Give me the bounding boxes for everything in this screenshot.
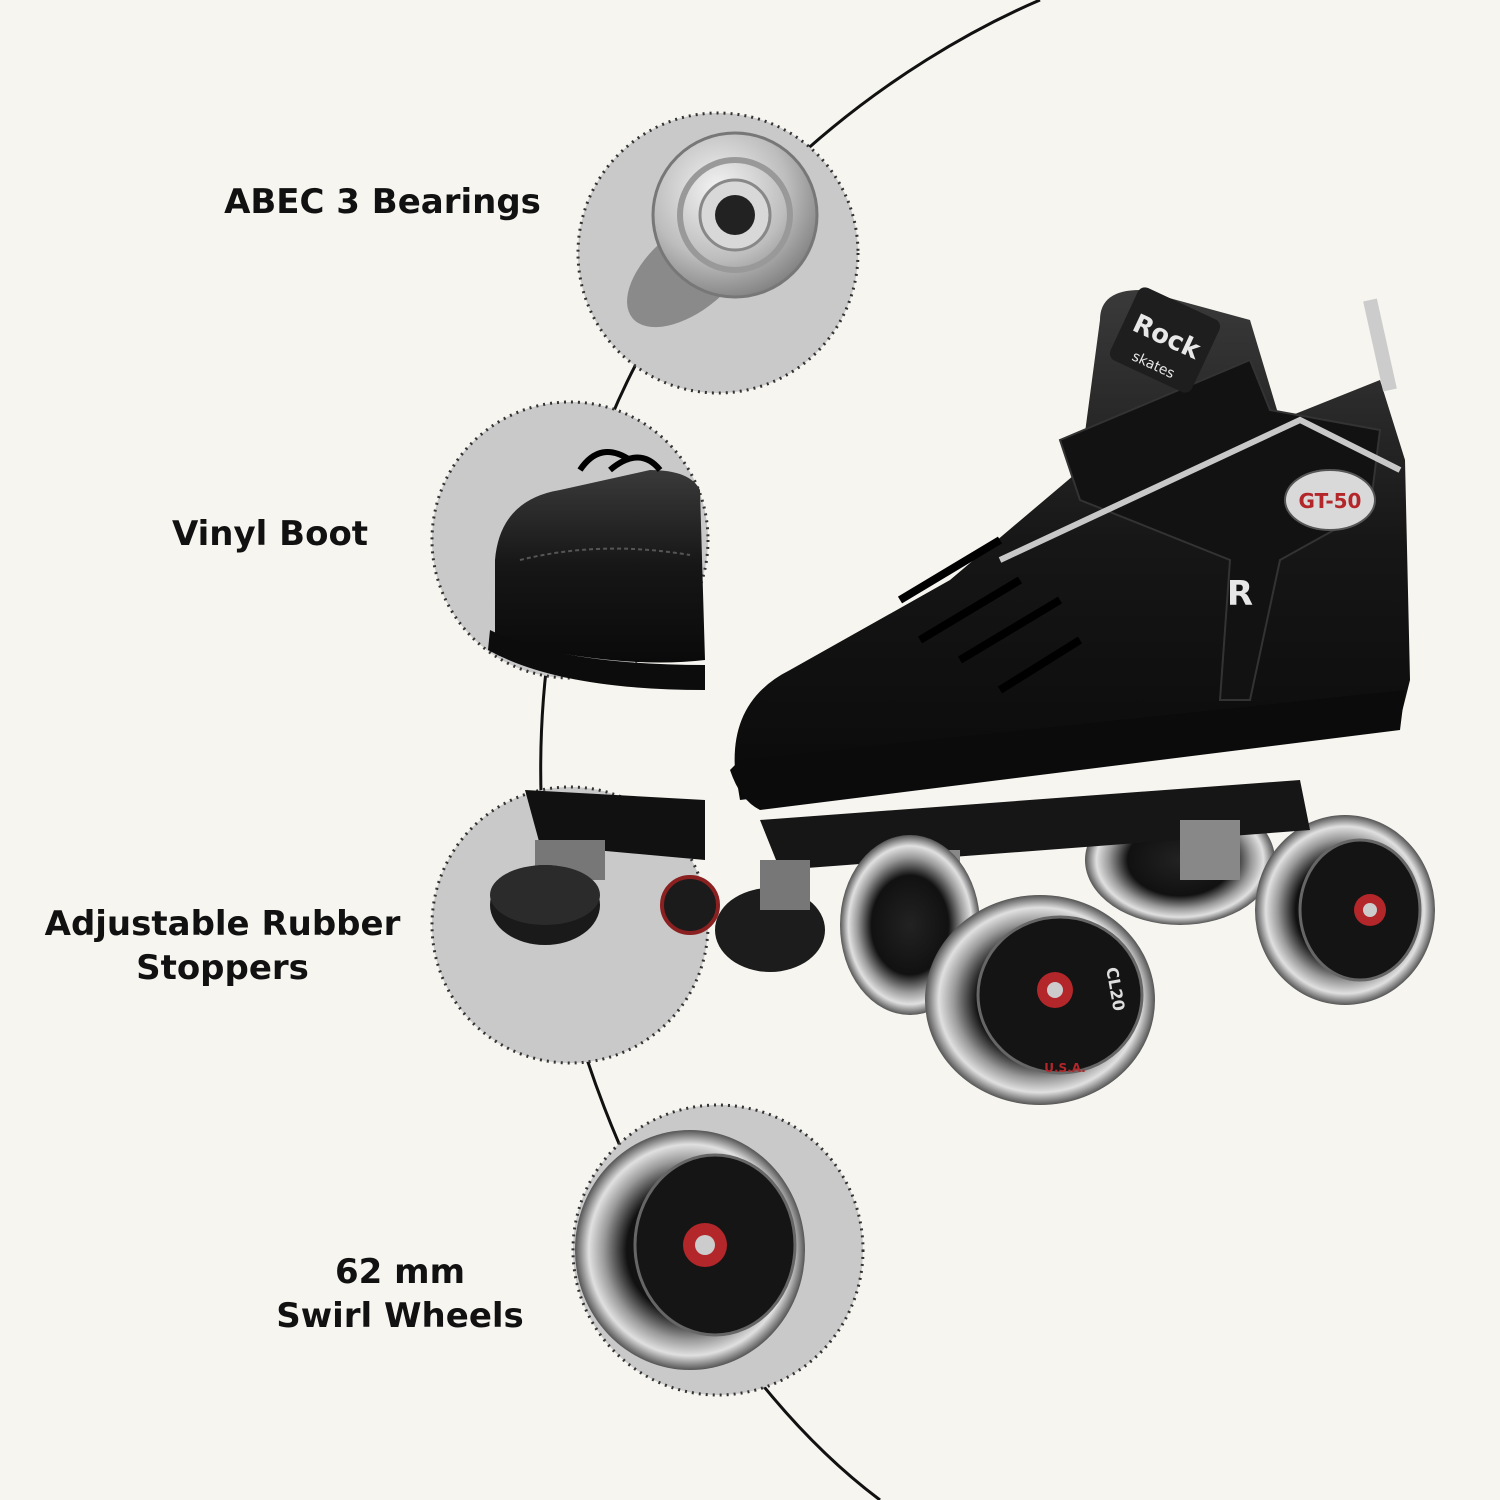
label-wheels-line1: 62 mm	[334, 1252, 465, 1292]
front-wheel	[840, 835, 1155, 1105]
label-bearings: ABEC 3 Bearings	[210, 180, 555, 224]
label-boot: Vinyl Boot	[150, 512, 390, 556]
stopper-feature-circle	[430, 785, 720, 1065]
boot-toe-icon	[488, 449, 705, 690]
label-stoppers: Adjustable Rubber Stoppers	[25, 902, 420, 990]
roller-skate-image	[715, 287, 1435, 1105]
toe-stopper-icon	[490, 790, 720, 945]
label-wheels: 62 mm Swirl Wheels	[260, 1250, 540, 1338]
side-badge-text: GT-50	[1299, 489, 1362, 513]
label-stoppers-line2: Stoppers	[136, 948, 309, 988]
label-bearings-line1: ABEC 3 Bearings	[224, 182, 541, 222]
bearing-feature-circle	[576, 111, 860, 395]
label-wheels-line2: Swirl Wheels	[276, 1296, 524, 1336]
bearing-icon	[627, 131, 819, 328]
label-stoppers-line1: Adjustable Rubber	[44, 904, 401, 944]
wheel-sub-text: U.S.A.	[1044, 1061, 1086, 1075]
wheel-icon	[575, 1130, 805, 1370]
wheel-feature-circle	[571, 1103, 865, 1397]
boot-feature-circle	[430, 400, 710, 690]
label-boot-line1: Vinyl Boot	[171, 514, 369, 554]
strap-brand-mark: R	[1227, 574, 1253, 614]
